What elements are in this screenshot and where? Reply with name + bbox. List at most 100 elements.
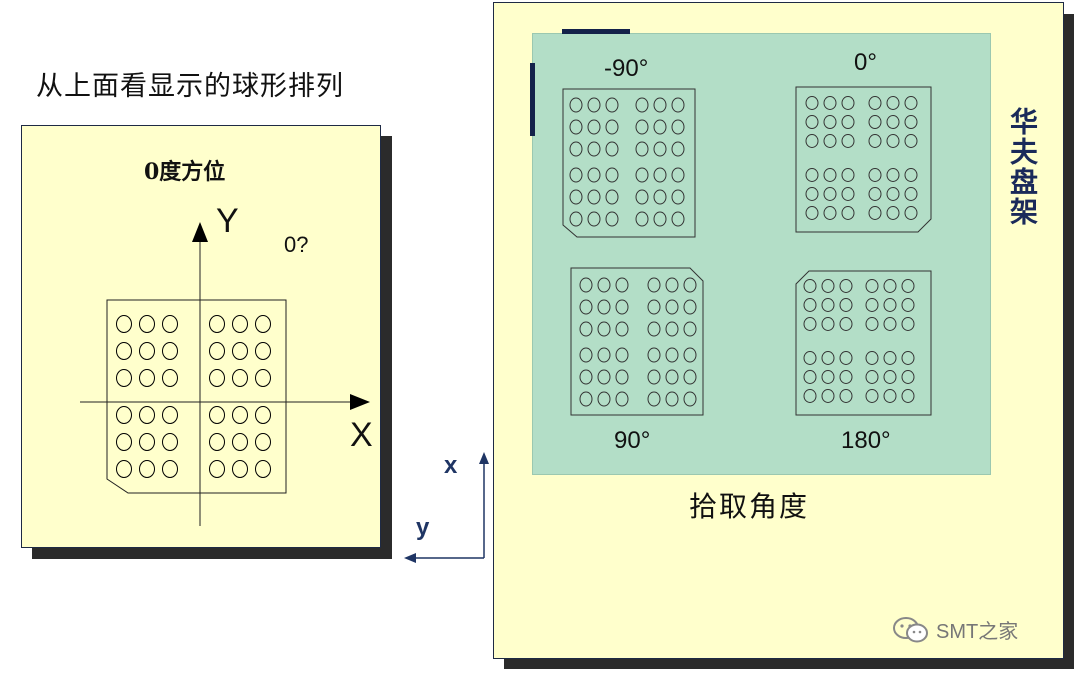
solder-ball: [883, 298, 897, 312]
quadrant-label-minus90: -90°: [604, 55, 649, 82]
axis-x-label: X: [350, 416, 373, 454]
chip-outline: [795, 86, 932, 233]
chip-outline: [795, 270, 932, 416]
solder-ball: [139, 433, 155, 451]
solder-ball: [162, 342, 178, 360]
solder-ball: [841, 168, 855, 182]
solder-ball: [209, 315, 225, 333]
orientation-note: 0?: [284, 232, 309, 257]
solder-ball: [883, 370, 897, 384]
solder-ball: [841, 187, 855, 201]
solder-ball: [803, 298, 817, 312]
solder-ball: [865, 279, 879, 293]
solder-ball: [569, 141, 583, 157]
solder-ball: [665, 321, 679, 337]
solder-ball: [823, 96, 837, 110]
ball-grid: [116, 315, 271, 478]
solder-ball: [883, 389, 897, 403]
solder-ball: [683, 347, 697, 363]
tray-left-marker: [530, 63, 535, 136]
solder-ball: [579, 277, 593, 293]
solder-ball: [569, 97, 583, 113]
solder-ball: [569, 167, 583, 183]
solder-ball: [255, 433, 271, 451]
solder-ball: [683, 369, 697, 385]
solder-ball: [823, 206, 837, 220]
solder-ball: [116, 406, 132, 424]
solder-ball: [865, 389, 879, 403]
page-heading: 从上面看显示的球形排列: [36, 71, 344, 102]
solder-ball: [841, 206, 855, 220]
solder-ball: [901, 317, 915, 331]
solder-ball: [671, 141, 685, 157]
solder-ball: [597, 391, 611, 407]
solder-ball: [823, 187, 837, 201]
solder-ball: [821, 298, 835, 312]
coord-y-arrow: [404, 553, 416, 563]
solder-ball: [116, 342, 132, 360]
solder-ball: [615, 321, 629, 337]
solder-ball: [803, 389, 817, 403]
solder-ball: [883, 351, 897, 365]
solder-ball: [615, 391, 629, 407]
solder-ball: [671, 97, 685, 113]
solder-ball: [255, 315, 271, 333]
solder-ball: [647, 369, 661, 385]
tray-label: 华夫盘架: [1006, 107, 1039, 227]
solder-ball: [665, 277, 679, 293]
solder-ball: [579, 321, 593, 337]
solder-ball: [805, 96, 819, 110]
solder-ball: [653, 167, 667, 183]
solder-ball: [823, 115, 837, 129]
solder-ball: [665, 299, 679, 315]
solder-ball: [821, 279, 835, 293]
solder-ball: [597, 321, 611, 337]
solder-ball: [615, 369, 629, 385]
solder-ball: [209, 406, 225, 424]
solder-ball: [605, 141, 619, 157]
solder-ball: [232, 342, 248, 360]
solder-ball: [139, 406, 155, 424]
pick-angle-label: 拾取角度: [689, 490, 810, 523]
coord-y-label: y: [416, 514, 430, 541]
solder-ball: [805, 206, 819, 220]
solder-ball: [653, 97, 667, 113]
wechat-icon: [893, 616, 928, 642]
solder-ball: [653, 119, 667, 135]
solder-ball: [579, 369, 593, 385]
solder-ball: [587, 189, 601, 205]
solder-ball: [805, 187, 819, 201]
solder-ball: [821, 389, 835, 403]
solder-ball: [683, 299, 697, 315]
solder-ball: [597, 277, 611, 293]
solder-ball: [823, 168, 837, 182]
solder-ball: [116, 460, 132, 478]
solder-ball: [615, 277, 629, 293]
solder-ball: [569, 119, 583, 135]
coord-x-arrow: [479, 452, 489, 464]
solder-ball: [883, 279, 897, 293]
solder-ball: [665, 369, 679, 385]
solder-ball: [653, 189, 667, 205]
solder-ball: [839, 298, 853, 312]
solder-ball: [883, 317, 897, 331]
solder-ball: [868, 115, 882, 129]
solder-ball: [162, 406, 178, 424]
solder-ball: [579, 299, 593, 315]
solder-ball: [139, 369, 155, 387]
solder-ball: [579, 347, 593, 363]
solder-ball: [901, 279, 915, 293]
solder-ball: [865, 317, 879, 331]
solder-ball: [255, 342, 271, 360]
solder-ball: [904, 206, 918, 220]
solder-ball: [868, 206, 882, 220]
left-panel-title: 0度方位: [144, 159, 226, 185]
solder-ball: [209, 460, 225, 478]
solder-ball: [886, 96, 900, 110]
solder-ball: [671, 189, 685, 205]
solder-ball: [635, 119, 649, 135]
solder-ball: [683, 321, 697, 337]
watermark-text: SMT之家: [936, 621, 1019, 643]
solder-ball: [901, 298, 915, 312]
solder-ball: [839, 279, 853, 293]
